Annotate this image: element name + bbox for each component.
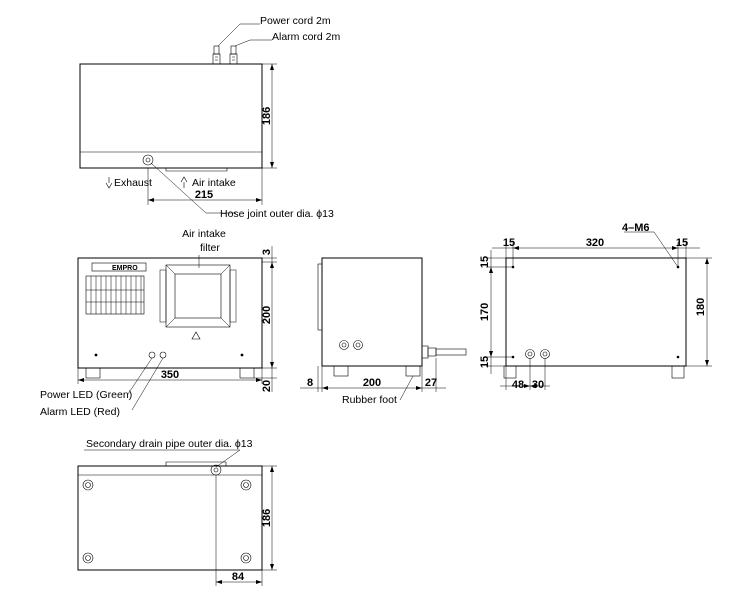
top-view-body — [79, 63, 263, 169]
bottom-view-body — [77, 465, 263, 571]
rear-bottom-a-dim: 48 — [512, 379, 524, 391]
hose-joint-label: Hose joint outer dia. ϕ13 — [220, 208, 334, 220]
hose-joint-icon — [142, 154, 154, 166]
warning-icon — [191, 331, 201, 340]
cord-glands-icon — [212, 45, 238, 65]
power-led-icon — [148, 351, 156, 359]
bottom-view-handle — [165, 461, 227, 466]
top-view: Power cord 2m Alarm cord 2m 186 Exhaust … — [79, 15, 341, 220]
power-cord-label: Power cord 2m — [260, 15, 331, 27]
rear-top-right-dim: 15 — [676, 237, 688, 249]
rear-top-left-dim: 15 — [503, 237, 515, 249]
bottom-height-dim: 186 — [261, 509, 273, 527]
filter-label-line2: filter — [200, 242, 220, 254]
side-right-dim: 27 — [425, 377, 437, 389]
top-view-handle — [165, 168, 228, 172]
alarm-led-icon — [159, 351, 167, 359]
top-height-dim: 186 — [261, 107, 273, 125]
exhaust-label: Exhaust — [114, 177, 152, 189]
rear-bottom-b-dim: 30 — [532, 379, 544, 391]
front-width-dim: 350 — [161, 369, 179, 381]
bottom-offset-dim: 84 — [232, 571, 245, 583]
air-intake-label: Air intake — [192, 177, 236, 189]
exhaust-arrow-icon — [105, 177, 113, 189]
air-filter — [159, 264, 237, 340]
drain-label: Secondary drain pipe outer dia. ϕ13 — [86, 438, 253, 450]
rear-left-bottom-dim: 15 — [479, 356, 491, 368]
vent-grille — [85, 275, 145, 315]
side-left-dim: 8 — [307, 377, 313, 389]
alarm-cord-label: Alarm cord 2m — [272, 31, 341, 43]
power-led-label: Power LED (Green) — [40, 389, 132, 401]
rear-top-mid-dim: 320 — [586, 237, 604, 249]
air-intake-arrow-icon — [180, 176, 188, 188]
side-width-dim: 200 — [363, 377, 381, 389]
alarm-led-label: Alarm LED (Red) — [40, 406, 120, 418]
side-view: 8 200 27 Rubber foot — [300, 257, 467, 406]
rear-view-body — [505, 257, 687, 367]
holes-label: 4–M6 — [622, 222, 650, 234]
front-top-dim: 3 — [261, 249, 273, 255]
foot-icon — [82, 479, 94, 491]
front-height-dim: 200 — [261, 306, 273, 324]
rubber-foot-label: Rubber foot — [342, 394, 397, 406]
front-view-body — [77, 257, 263, 369]
front-foot-dim: 20 — [261, 380, 273, 392]
filter-label-line1: Air intake — [182, 228, 226, 240]
side-view-body — [321, 257, 423, 367]
top-offset-dim: 215 — [195, 189, 213, 201]
rear-view: 15 320 15 4–M6 15 170 15 180 48 30 — [479, 222, 712, 391]
bottom-view: Secondary drain pipe outer dia. ϕ13 186 … — [77, 438, 277, 586]
rear-height-dim: 180 — [695, 298, 707, 316]
rear-left-mid-dim: 170 — [479, 303, 491, 321]
rear-left-top-dim: 15 — [479, 256, 491, 268]
brand-label: EMPRO — [112, 265, 138, 272]
front-view: EMPRO — [40, 228, 277, 418]
rear-port-icon — [525, 349, 535, 359]
hose-connector-icon — [421, 345, 467, 359]
